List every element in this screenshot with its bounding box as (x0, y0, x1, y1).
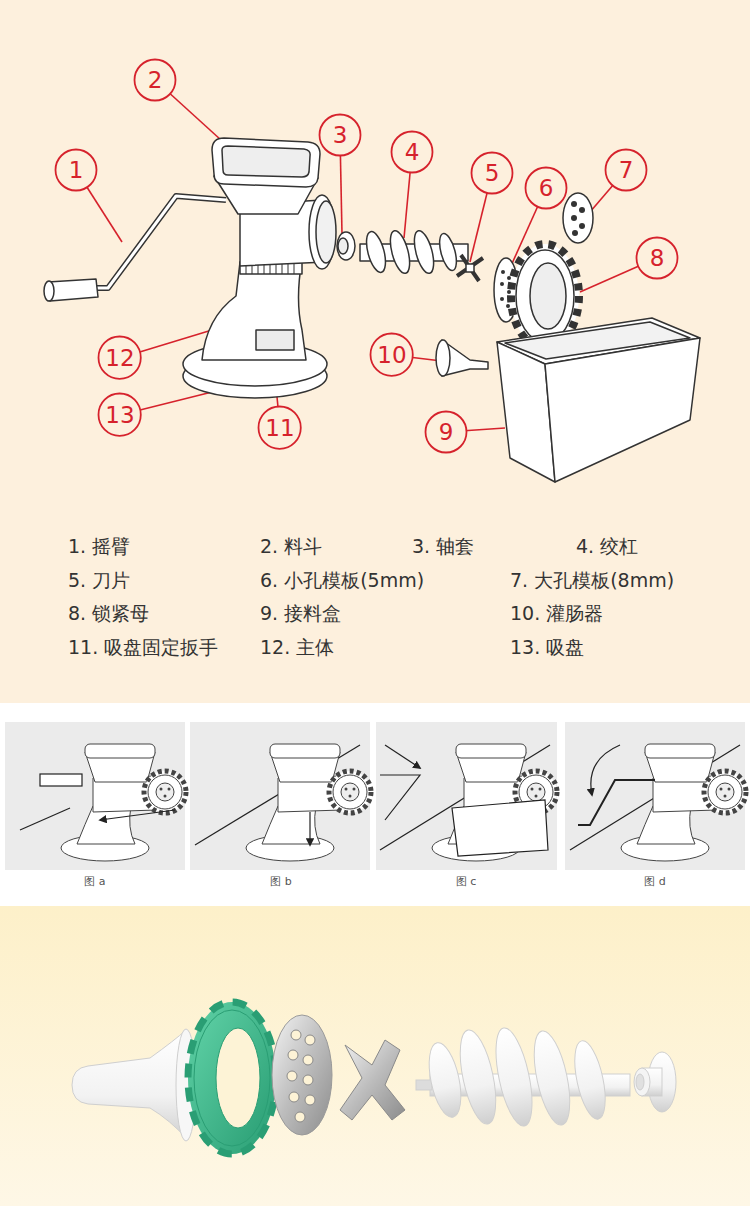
part-name: 1. 摇臂 (68, 534, 130, 560)
part-name: 10. 灌肠器 (510, 601, 603, 627)
callout-circle: 11 (257, 405, 302, 450)
part-name: 7. 大孔模板(8mm) (510, 568, 674, 594)
callout-circle: 1 (54, 148, 98, 192)
part-name: 5. 刀片 (68, 568, 130, 594)
callout-number: 9 (439, 419, 454, 445)
callout-circle: 9 (424, 410, 468, 454)
figure-caption: 图 a (84, 874, 105, 889)
part-name: 9. 接料盒 (260, 601, 341, 627)
part-name: 8. 锁紧母 (68, 601, 149, 627)
callout-number: 8 (650, 245, 665, 271)
part-name: 12. 主体 (260, 635, 334, 661)
callout-circle: 8 (635, 236, 679, 280)
callout-number: 13 (105, 402, 134, 428)
callout-number: 2 (148, 67, 163, 93)
callout-circle: 7 (604, 148, 648, 192)
part-name: 6. 小孔模板(5mm) (260, 568, 424, 594)
figure-caption: 图 b (270, 874, 291, 889)
part-name: 2. 料斗 (260, 534, 322, 560)
part-name: 4. 绞杠 (576, 534, 638, 560)
callout-number: 12 (105, 345, 134, 371)
callout-circle: 4 (390, 130, 434, 174)
callout-number: 1 (69, 157, 84, 183)
callout-number: 4 (405, 139, 420, 165)
callout-number: 3 (333, 122, 348, 148)
callout-circle: 3 (318, 113, 362, 157)
part-name: 13. 吸盘 (510, 635, 584, 661)
callout-number: 7 (619, 157, 634, 183)
part-name: 3. 轴套 (412, 534, 474, 560)
callout-circle: 10 (369, 332, 414, 377)
callout-circle: 6 (524, 166, 568, 210)
callout-circle: 12 (97, 335, 142, 380)
callout-number: 10 (377, 342, 406, 368)
callout-number: 6 (539, 175, 554, 201)
part-name: 11. 吸盘固定扳手 (68, 635, 218, 661)
callout-circle: 2 (133, 58, 177, 102)
callout-circle: 5 (470, 151, 514, 195)
figure-caption: 图 c (456, 874, 477, 889)
figure-caption: 图 d (644, 874, 665, 889)
callout-circle: 13 (97, 392, 142, 437)
callout-number: 5 (485, 160, 500, 186)
callout-number: 11 (265, 415, 294, 441)
